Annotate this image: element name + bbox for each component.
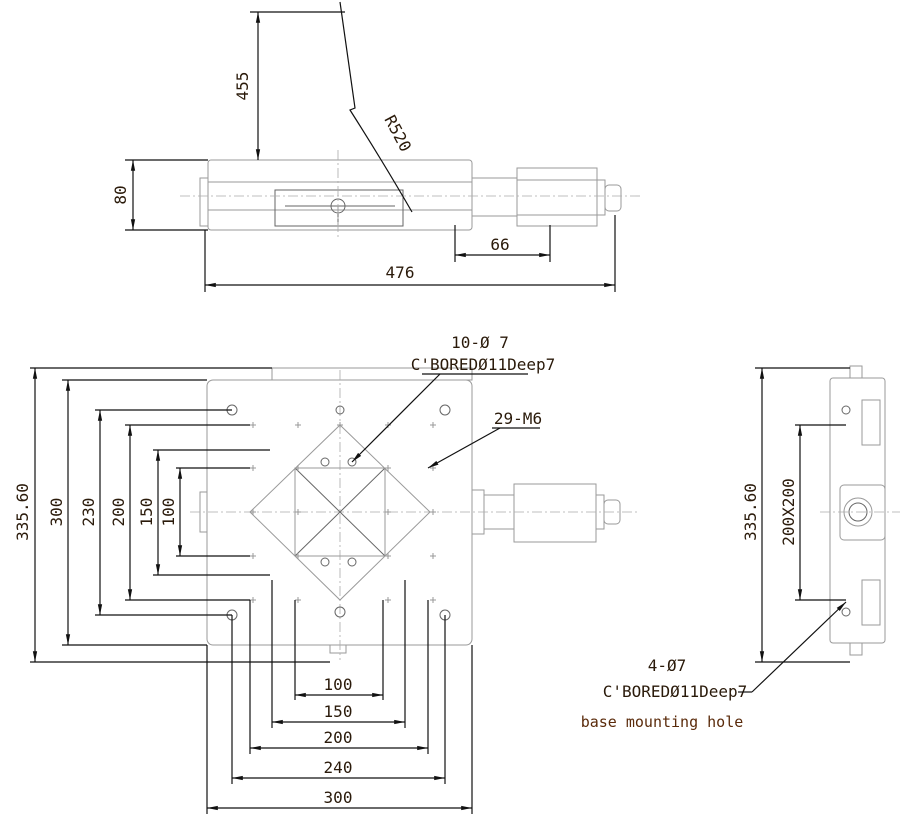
- callout-tapped: 29-M6: [494, 409, 542, 428]
- callout-holes-count: 10-Ø 7: [451, 333, 509, 352]
- top-view-body: [180, 150, 640, 240]
- vdim-100: 100: [159, 498, 178, 527]
- counterbored-holes: [226, 404, 451, 621]
- tapped-holes: [250, 422, 436, 603]
- side-callout-note: base mounting hole: [581, 713, 744, 731]
- side-view: 335.60 200X200 4-Ø7 C'BOREDØ11Deep7 base…: [581, 365, 900, 731]
- vdim-300: 300: [47, 498, 66, 527]
- dim-476: 476: [386, 263, 415, 282]
- side-dim-200x200: 200X200: [779, 478, 798, 545]
- vertical-dimensions: 335.60 300 230 200 150 100: [13, 367, 330, 663]
- callout-holes-cbore: C'BOREDØ11Deep7: [411, 355, 556, 374]
- vdim-150: 150: [137, 498, 156, 527]
- horizontal-dimensions: 100 150 200 240 300: [206, 580, 473, 814]
- side-callout-cbore: C'BOREDØ11Deep7: [603, 682, 748, 701]
- dim-66: 66: [490, 235, 509, 254]
- hdim-150: 150: [324, 702, 353, 721]
- dim-455: 455: [233, 72, 252, 101]
- vdim-200: 200: [109, 498, 128, 527]
- top-view: 455 80 R520 66 476: [111, 1, 640, 292]
- plan-view: 10-Ø 7 C'BOREDØ11Deep7 29-M6 335.60 300 …: [13, 333, 640, 814]
- hdim-300: 300: [324, 788, 353, 807]
- dim-r520: R520: [380, 112, 415, 155]
- radius-leader: [339, 1, 413, 213]
- hdim-240: 240: [324, 758, 353, 777]
- dim-80: 80: [111, 185, 130, 204]
- vdim-335-60: 335.60: [13, 483, 32, 541]
- hdim-100: 100: [324, 675, 353, 694]
- side-dim-335-60: 335.60: [741, 483, 760, 541]
- vdim-230: 230: [79, 498, 98, 527]
- hdim-200: 200: [324, 728, 353, 747]
- side-callout-count: 4-Ø7: [648, 656, 687, 675]
